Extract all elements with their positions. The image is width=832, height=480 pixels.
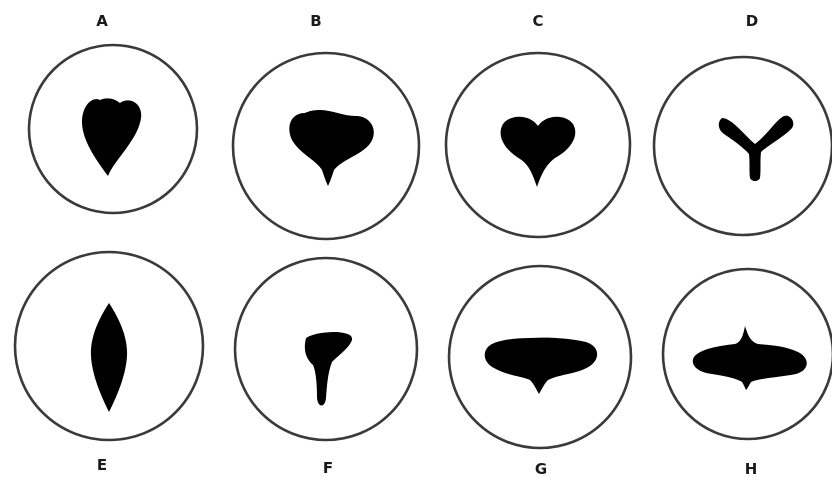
- panel-h: H: [663, 269, 832, 478]
- panel-e: E: [15, 252, 203, 474]
- panel-a: A: [29, 12, 197, 213]
- panel-label: C: [532, 12, 543, 30]
- panel-d: D: [654, 12, 832, 235]
- panel-label: E: [97, 456, 107, 474]
- panel-label: F: [323, 459, 333, 477]
- panel-label: H: [745, 460, 758, 478]
- panel-label: A: [96, 12, 108, 30]
- panel-f: F: [235, 258, 417, 477]
- panel-c: C: [446, 12, 630, 237]
- panel-label: B: [310, 12, 321, 30]
- panel-label: D: [746, 12, 758, 30]
- panel-g: G: [449, 266, 631, 478]
- panel-label: G: [535, 460, 547, 478]
- panel-b: B: [233, 12, 419, 239]
